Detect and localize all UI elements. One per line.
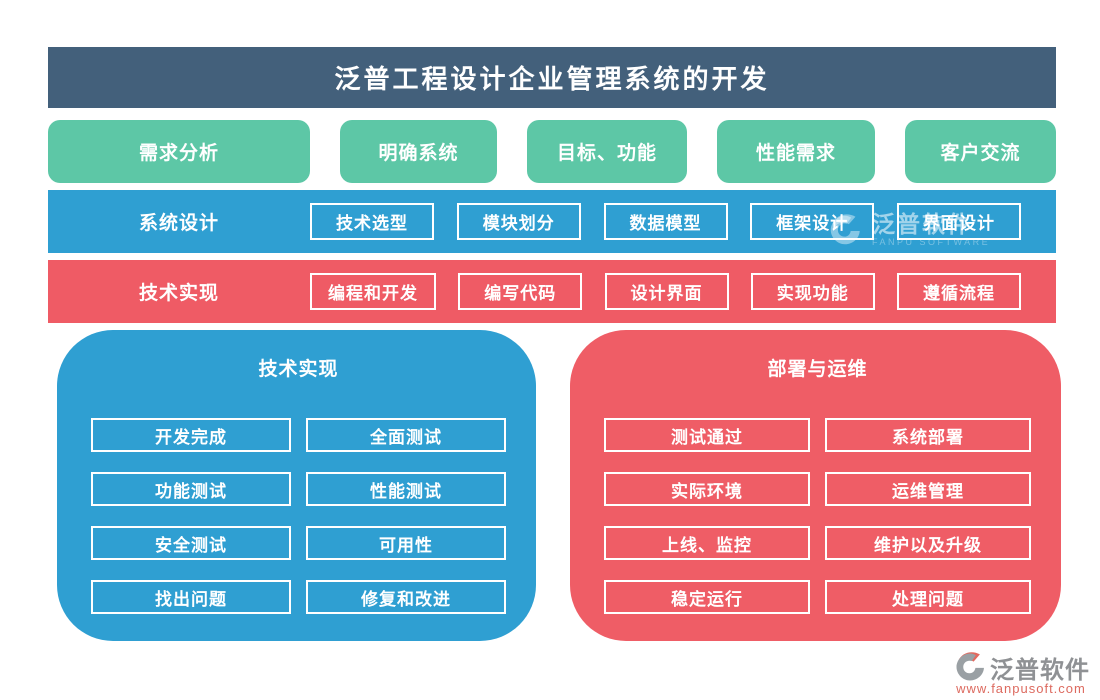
logo-brand-name: 泛普软件 bbox=[990, 656, 1090, 684]
node-follow-process: 遵循流程 bbox=[897, 273, 1021, 310]
node-functional-testing: 功能测试 bbox=[91, 472, 291, 506]
node-write-code: 编写代码 bbox=[458, 273, 583, 310]
deployment-panel-title: 部署与运维 bbox=[767, 359, 868, 380]
node-fix-improve: 修复和改进 bbox=[306, 580, 506, 614]
node-module-division: 模块划分 bbox=[456, 203, 581, 240]
node-performance-needs: 性能需求 bbox=[717, 120, 875, 183]
node-goals-functions: 目标、功能 bbox=[527, 120, 687, 183]
node-implement-functions: 实现功能 bbox=[750, 273, 875, 310]
node-customer-communication: 客户交流 bbox=[905, 120, 1056, 183]
node-tests-passed: 测试通过 bbox=[604, 418, 810, 452]
node-handle-issues: 处理问题 bbox=[825, 580, 1031, 614]
node-system-deployment: 系统部署 bbox=[825, 418, 1031, 452]
node-maintenance-upgrade: 维护以及升级 bbox=[825, 526, 1031, 560]
fanpu-logo: 泛普软件 www.fanpusoft.com bbox=[950, 649, 1092, 696]
node-real-environment: 实际环境 bbox=[604, 472, 810, 506]
node-usability: 可用性 bbox=[306, 526, 506, 560]
node-ops-management: 运维管理 bbox=[825, 472, 1031, 506]
node-launch-monitoring: 上线、监控 bbox=[604, 526, 810, 560]
implementation-boxes: 编程和开发 编写代码 设计界面 实现功能 遵循流程 bbox=[310, 273, 1056, 310]
deployment-panel: 部署与运维 测试通过 系统部署 实际环境 运维管理 上线、监控 维护以及升级 稳… bbox=[570, 330, 1061, 641]
requirements-row: 需求分析 明确系统 目标、功能 性能需求 客户交流 bbox=[48, 120, 1056, 183]
node-tech-selection: 技术选型 bbox=[310, 203, 434, 240]
testing-panel-grid: 开发完成 全面测试 功能测试 性能测试 安全测试 可用性 找出问题 修复和改进 bbox=[91, 418, 506, 614]
system-design-boxes: 技术选型 模块划分 数据模型 框架设计 界面设计 bbox=[310, 203, 1056, 240]
page-title-text: 泛普工程设计企业管理系统的开发 bbox=[334, 64, 770, 94]
implementation-label: 技术实现 bbox=[138, 283, 219, 304]
node-data-model: 数据模型 bbox=[603, 203, 728, 240]
node-design-interface: 设计界面 bbox=[604, 273, 729, 310]
implementation-band: 技术实现 编程和开发 编写代码 设计界面 实现功能 遵循流程 bbox=[48, 260, 1056, 323]
node-programming-dev: 编程和开发 bbox=[310, 273, 436, 310]
page-title: 泛普工程设计企业管理系统的开发 bbox=[48, 47, 1056, 108]
node-security-testing: 安全测试 bbox=[91, 526, 291, 560]
node-framework-design: 框架设计 bbox=[750, 203, 875, 240]
logo-row: 泛普软件 bbox=[952, 649, 1090, 685]
node-find-issues: 找出问题 bbox=[91, 580, 291, 614]
node-performance-testing: 性能测试 bbox=[306, 472, 506, 506]
node-ui-design: 界面设计 bbox=[897, 203, 1021, 240]
logo-url: www.fanpusoft.com bbox=[956, 681, 1086, 696]
node-dev-complete: 开发完成 bbox=[91, 418, 291, 452]
testing-panel: 技术实现 开发完成 全面测试 功能测试 性能测试 安全测试 可用性 找出问题 修… bbox=[57, 330, 536, 641]
node-clarify-system: 明确系统 bbox=[340, 120, 497, 183]
system-design-band: 系统设计 技术选型 模块划分 数据模型 框架设计 界面设计 bbox=[48, 190, 1056, 253]
node-requirement-analysis: 需求分析 bbox=[48, 120, 310, 183]
node-stable-operation: 稳定运行 bbox=[604, 580, 810, 614]
deployment-panel-grid: 测试通过 系统部署 实际环境 运维管理 上线、监控 维护以及升级 稳定运行 处理… bbox=[604, 418, 1031, 614]
fanpu-logo-icon bbox=[956, 652, 984, 681]
node-full-testing: 全面测试 bbox=[306, 418, 506, 452]
system-design-label: 系统设计 bbox=[138, 213, 219, 234]
testing-panel-title: 技术实现 bbox=[258, 359, 339, 380]
